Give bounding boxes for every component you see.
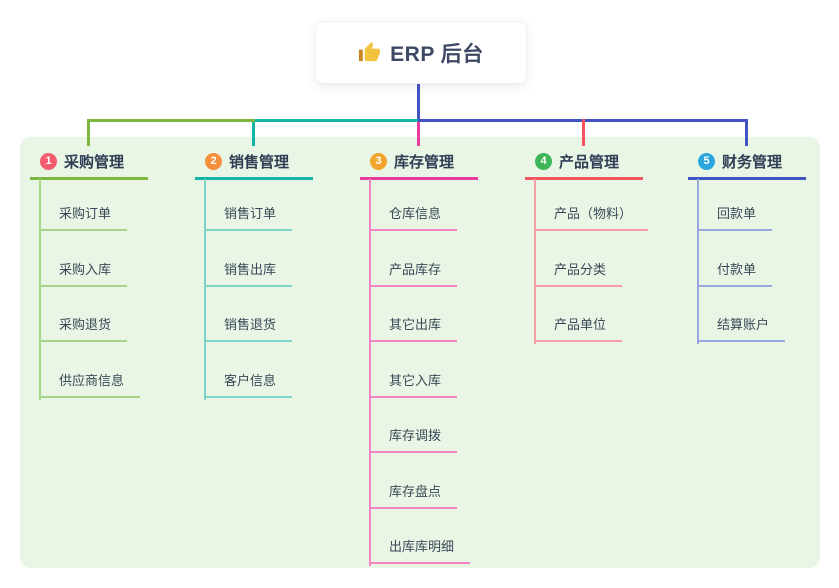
child-node[interactable]: 出库库明细 — [369, 538, 471, 564]
root-node-title: ERP 后台 — [390, 42, 484, 66]
child-node[interactable]: 仓库信息 — [369, 205, 458, 231]
branch-trunk-line — [534, 179, 536, 344]
child-node[interactable]: 产品分类 — [534, 261, 623, 287]
child-node[interactable]: 产品（物料） — [534, 205, 649, 231]
branch-label: 采购管理 — [64, 153, 125, 171]
child-node[interactable]: 付款单 — [697, 261, 773, 287]
branch-trunk-line — [204, 179, 206, 400]
branch-node-4[interactable]: 4 产品管理 — [525, 149, 643, 180]
branch-number-badge: 3 — [370, 152, 387, 170]
branches-panel — [20, 137, 820, 568]
branch-number-badge: 5 — [698, 152, 715, 170]
branch-number-badge: 4 — [535, 152, 552, 170]
child-node[interactable]: 结算账户 — [697, 316, 786, 342]
child-node[interactable]: 采购订单 — [39, 205, 128, 231]
branch-node-2[interactable]: 2 销售管理 — [195, 149, 313, 180]
child-node[interactable]: 销售订单 — [204, 205, 293, 231]
child-node[interactable]: 库存调拨 — [369, 427, 458, 453]
child-node[interactable]: 采购退货 — [39, 316, 128, 342]
child-node[interactable]: 采购入库 — [39, 261, 128, 287]
branch-node-5[interactable]: 5 财务管理 — [688, 149, 806, 180]
thumbs-up-icon — [358, 41, 381, 64]
root-node[interactable]: ERP 后台 — [315, 21, 527, 84]
child-node[interactable]: 库存盘点 — [369, 483, 458, 509]
branch-number-badge: 2 — [205, 152, 222, 170]
branch-label: 销售管理 — [229, 153, 290, 171]
branch-node-1[interactable]: 1 采购管理 — [30, 149, 148, 180]
branch-trunk-line — [369, 179, 371, 566]
child-node[interactable]: 其它入库 — [369, 372, 458, 398]
child-node[interactable]: 供应商信息 — [39, 372, 141, 398]
child-node[interactable]: 产品单位 — [534, 316, 623, 342]
branch-label: 库存管理 — [394, 153, 455, 171]
branch-label: 财务管理 — [722, 153, 783, 171]
branch-number-badge: 1 — [40, 152, 57, 170]
child-node[interactable]: 其它出库 — [369, 316, 458, 342]
branch-label: 产品管理 — [559, 153, 620, 171]
branch-node-3[interactable]: 3 库存管理 — [360, 149, 478, 180]
child-node[interactable]: 销售出库 — [204, 261, 293, 287]
child-node[interactable]: 客户信息 — [204, 372, 293, 398]
branch-trunk-line — [39, 179, 41, 400]
child-node[interactable]: 销售退货 — [204, 316, 293, 342]
branch-trunk-line — [697, 179, 699, 344]
child-node[interactable]: 产品库存 — [369, 261, 458, 287]
child-node[interactable]: 回款单 — [697, 205, 773, 231]
